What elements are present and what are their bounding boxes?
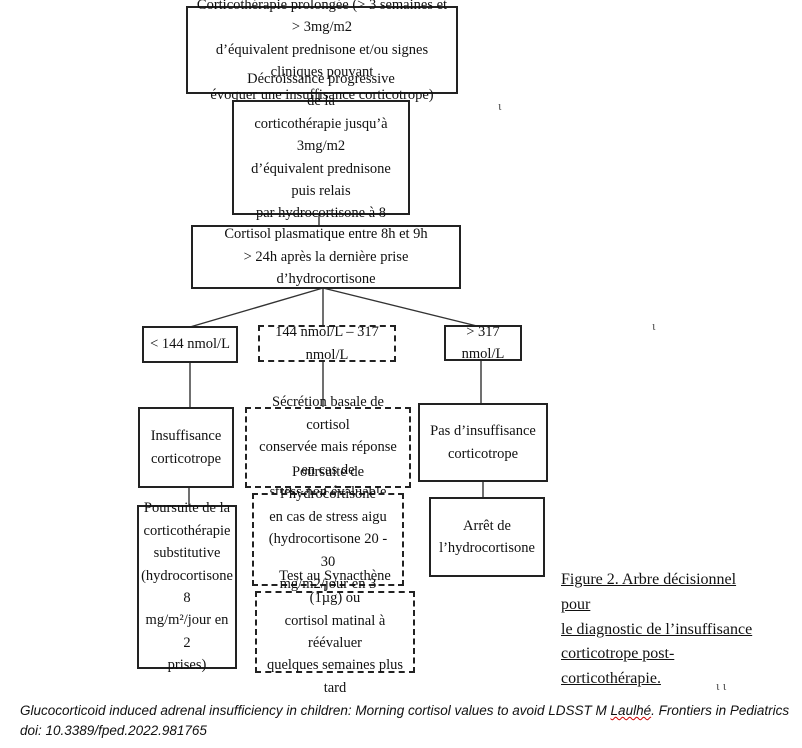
scan-mark: ι ι <box>716 678 727 693</box>
box-line: corticothérapie <box>143 522 231 539</box>
citation-text: . Frontiers in Pediatrics doi: 10.3389/f… <box>20 703 790 739</box>
box-line: d’équivalent prednisone et/ou signes cli… <box>215 41 429 81</box>
box-cat-low: < 144 nmol/L <box>142 326 238 363</box>
box-line: Pas d’insuffisance <box>430 423 536 440</box>
box-synacthene-test: Test au Synacthène (1µg) ou cortisol mat… <box>255 568 415 696</box>
box-line: corticotrope <box>150 450 222 467</box>
box-line: < 144 nmol/L <box>150 336 230 353</box>
box-cat-mid: 144 nmol/L – 317 nmol/L <box>258 324 396 363</box>
box-line: substitutive <box>153 545 221 562</box>
box-no-insufficiency: Pas d’insuffisance corticotrope <box>418 403 548 482</box>
connector-line <box>189 287 324 328</box>
box-continue-hydrocortisone: Poursuite de l’hydrocortisone en cas de … <box>252 464 404 615</box>
box-line: en cas de stress aigu <box>269 508 387 525</box>
box-line: quelques semaines plus tard <box>266 657 404 696</box>
box-line: Insuffisance <box>150 428 222 445</box>
scan-mark: ι <box>498 98 502 113</box>
box-basal-secretion: Sécrétion basale de cortisol conservée m… <box>245 394 411 500</box>
box-cat-high: > 317 nmol/L <box>444 324 522 362</box>
connector-line <box>322 287 482 328</box>
box-progressive-decrease: Décroissance progressive de la corticoth… <box>232 71 410 244</box>
box-plasma-cortisol: Cortisol plasmatique entre 8h et 9h > 24… <box>191 225 461 289</box>
figure-caption: Figure 2. Arbre décisionnel pour le diag… <box>561 568 761 692</box>
box-stop-hydrocortisone: Arrêt de l’hydrocortisone <box>429 497 545 577</box>
box-line: évoquer une insuffisance corticotrope) <box>210 86 434 103</box>
box-line: Cortisol plasmatique entre 8h et 9h <box>224 226 428 243</box>
box-line: Décroissance progressive de la <box>247 70 395 110</box>
scan-mark: ι <box>652 318 656 333</box>
box-line: (hydrocortisone 20 - 30 <box>268 531 388 570</box>
box-line: corticothérapie jusqu’à 3mg/m2 <box>254 115 388 155</box>
caption-line: le diagnostic de l’insuffisance <box>561 620 753 638</box>
box-line: Poursuite de la <box>143 500 231 517</box>
citation-author: Laulhé <box>610 703 652 718</box>
box-line: Test au Synacthène (1µg) ou <box>279 567 391 607</box>
box-line: Arrêt de <box>463 517 511 534</box>
caption-line: corticotrope post-corticothérapie. <box>561 645 675 688</box>
caption-line: Figure 2. Arbre décisionnel pour <box>561 571 737 613</box>
box-line: mg/m²/jour en 2 <box>145 612 229 651</box>
box-line: 144 nmol/L – 317 nmol/L <box>275 324 379 363</box>
box-line: > 24h après la dernière prise d’hydrocor… <box>243 248 409 288</box>
box-line: prises) <box>167 657 207 674</box>
box-line: Poursuite de l’hydrocortisone <box>280 463 376 503</box>
box-line: corticotrope <box>447 445 519 462</box>
box-line: conservée mais réponse en cas de <box>259 439 397 478</box>
box-line: Sécrétion basale de cortisol <box>272 394 384 433</box>
box-continue-corticotherapy: Poursuite de la corticothérapie substitu… <box>137 500 237 673</box>
box-line: l’hydrocortisone <box>439 540 535 556</box>
box-line: Corticothérapie prolongée (> 3 semaines … <box>196 0 448 36</box>
box-line: d’équivalent prednisone puis relais <box>251 160 391 199</box>
citation-text: Glucocorticoid induced adrenal insuffici… <box>20 703 611 718</box>
box-line: (hydrocortisone 8 <box>141 567 233 606</box>
box-line: cortisol matinal à réévaluer <box>284 612 386 651</box>
box-insufficiency: Insuffisance corticotrope <box>138 407 234 488</box>
box-line: > 317 nmol/L <box>461 323 505 362</box>
box-prolonged-corticotherapy: Corticothérapie prolongée (> 3 semaines … <box>186 0 458 103</box>
citation: Glucocorticoid induced adrenal insuffici… <box>20 701 790 742</box>
